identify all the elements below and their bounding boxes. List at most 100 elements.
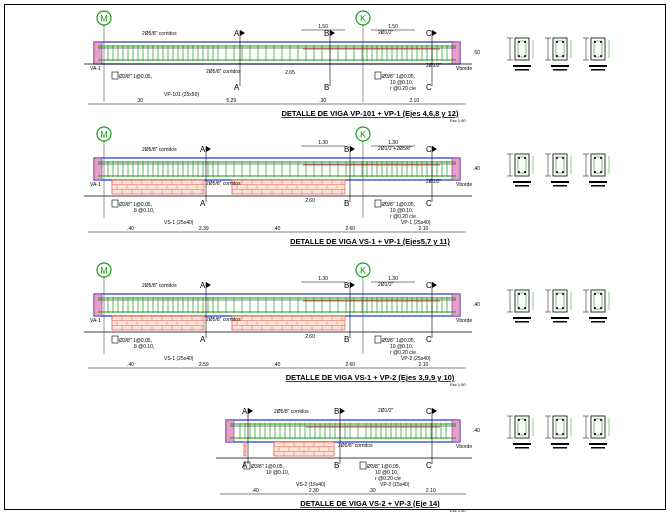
section-bar (600, 293, 602, 295)
beam-name: VS-1 (25x40) (164, 356, 194, 362)
section-letter: C (426, 407, 432, 416)
section-bar (600, 419, 602, 421)
brick-wall-outline (231, 179, 346, 195)
section-caption-bar-2 (591, 447, 605, 449)
section-letter: A (242, 407, 248, 416)
cross-section (583, 37, 610, 71)
section-cut-b: BB (344, 145, 355, 208)
column-end-left (93, 293, 103, 317)
stirrup-note-box (243, 461, 251, 470)
section-bar (562, 433, 564, 435)
section-letter-bottom: B (324, 83, 329, 92)
dimension-value: 2.10 (426, 488, 436, 494)
dimension-value: .40 (252, 488, 259, 494)
section-stirrup (555, 40, 565, 58)
top-bars-label: 2Ø5/8" corridos (142, 283, 177, 289)
axis-label-m: M (100, 130, 108, 140)
stirrup-note-right-3: r @0.20 c/e (375, 476, 401, 482)
section-arrow (432, 30, 437, 36)
stirrup-note-left: Ø3/8" 1@0.05, (119, 74, 152, 80)
section-arrow (350, 282, 355, 288)
section-cut-a: AA (200, 281, 211, 344)
cross-section (545, 153, 572, 187)
beam-outline (93, 293, 461, 317)
brick-wall-2 (231, 315, 346, 331)
dimension-value: 2.59 (199, 362, 209, 368)
section-caption-bar-2 (515, 69, 529, 71)
section-bar (518, 157, 520, 159)
section-arrow (330, 30, 335, 36)
stirrup-note-right-2: 10 @0.10, (390, 344, 413, 350)
section-outline (514, 289, 530, 313)
section-outline (552, 289, 568, 313)
section-arrow (248, 408, 253, 414)
mid-dimension-value: 2.60 (305, 198, 315, 204)
top-dimension-value: 1.50 (318, 24, 328, 30)
section-bar (600, 307, 602, 309)
section-bar (524, 55, 526, 57)
section-bar (594, 41, 596, 43)
section-outline (590, 289, 606, 313)
stirrup-note-box-right (374, 71, 382, 80)
section-caption-bar-2 (553, 447, 567, 449)
dimension-value: .40 (274, 226, 281, 232)
height-dimension: .50 (473, 50, 480, 56)
rebar-c-label: 2Ø1/2" (378, 282, 394, 288)
section-outline (590, 153, 606, 177)
section-outline (552, 415, 568, 439)
drawing-frame (4, 4, 666, 510)
section-letter-bottom: C (426, 461, 432, 470)
section-bar (594, 433, 596, 435)
cross-section (583, 153, 610, 187)
section-bar (524, 433, 526, 435)
section-bar (600, 41, 602, 43)
section-arrow (240, 30, 245, 36)
top-bars-label: 2Ø5/8" corridos (142, 147, 177, 153)
section-bar (556, 171, 558, 173)
section-bar (600, 55, 602, 57)
cross-section (545, 37, 572, 71)
section-stirrup (593, 40, 603, 58)
beam-name-2: VP-3 (15x40) (380, 482, 410, 488)
brick-wall-outline (231, 315, 346, 331)
brick-wall-1 (243, 441, 247, 457)
section-bar (594, 55, 596, 57)
stirrup-note-right: Ø3/8" 1@0.05, (382, 74, 415, 80)
section-outline (552, 37, 568, 61)
column-end-left (93, 157, 103, 181)
stirrup-note-left-2: 10 @0.10, (266, 470, 289, 476)
section-letter: A (234, 29, 240, 38)
top-dimension-value: 1.30 (318, 276, 328, 282)
detail-scale: Esc 1:50 (450, 508, 466, 513)
section-bar (600, 157, 602, 159)
section-arrow (350, 146, 355, 152)
beam-name: VS-1 (25x40) (164, 220, 194, 226)
section-outline (590, 37, 606, 61)
top-dimension-value: 1.50 (388, 24, 398, 30)
section-bar (556, 55, 558, 57)
section-caption-bar-2 (591, 321, 605, 323)
left-end-label: VA-1 (90, 182, 101, 188)
brick-wall-outline (111, 315, 205, 331)
column-end-right (451, 293, 461, 317)
section-caption-bar-2 (515, 321, 529, 323)
section-stirrup (517, 40, 527, 58)
stirrup-note-right: Ø3/8" 1@0.05, (382, 338, 415, 344)
section-stirrup (593, 418, 603, 436)
section-stirrup (517, 156, 527, 174)
section-outline (514, 37, 530, 61)
right-end-label: Vborde (456, 318, 472, 324)
section-arrow (206, 282, 211, 288)
stirrup-note-right-2: 10 @0.10, (375, 470, 398, 476)
section-outline (514, 415, 530, 439)
section-letter-bottom: A (200, 199, 206, 208)
section-bar (518, 55, 520, 57)
section-caption-bar (589, 65, 607, 67)
section-caption-bar-2 (591, 69, 605, 71)
section-caption-bar (589, 443, 607, 445)
rebar-c-label: 2Ø1/2"+2Ø5/8" (378, 146, 412, 152)
section-bar (594, 293, 596, 295)
